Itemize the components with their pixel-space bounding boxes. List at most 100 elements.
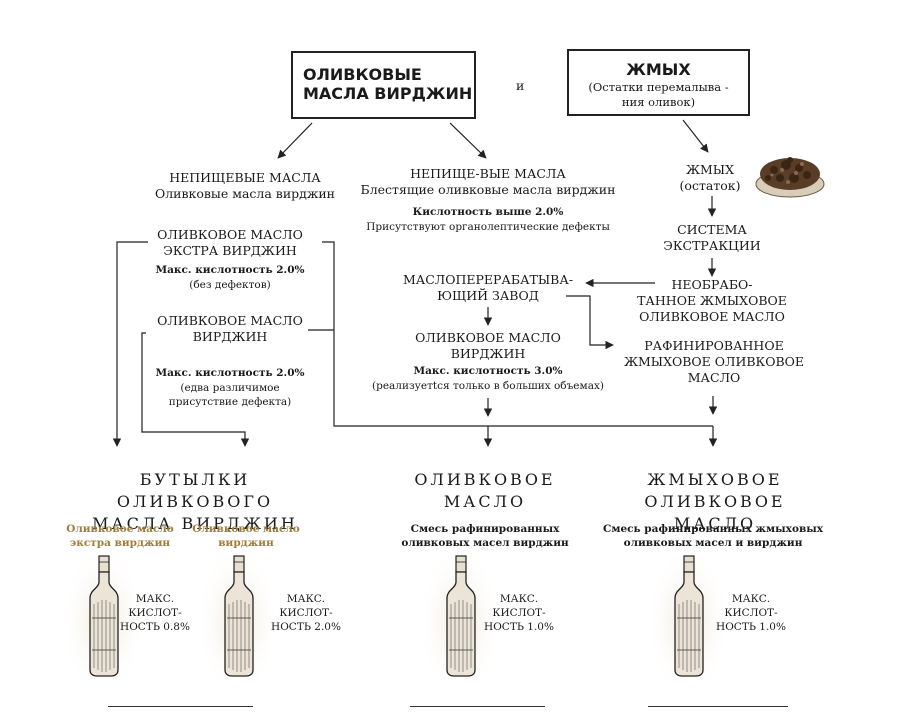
arrow-to-middle-column (449, 122, 487, 159)
acid-a-3: НОСТЬ 0.8% (120, 621, 190, 633)
virgin-bottle-label: Оливковое масло вирджин (184, 522, 308, 550)
olive-oil-title-line1: ОЛИВКОВОЕ (414, 470, 556, 489)
middle-heading: НЕПИЩЕ-ВЫЕ МАСЛА Блестящие оливковые мас… (358, 166, 618, 198)
pomace-box-title: ЖМЫХ (626, 60, 691, 79)
pomace-oil-desc2: оливковых масел и вирджин (623, 537, 803, 549)
acid-d-3: НОСТЬ 1.0% (716, 621, 786, 633)
refined-line3: МАСЛО (687, 370, 741, 385)
olive-oil-desc1: Смесь рафинированных (410, 523, 560, 535)
extra-virgin-bottle-label: Оливковое масло экстра вирджин (58, 522, 182, 550)
pomace-residue-line1: ЖМЫХ (685, 162, 735, 177)
virgin-left-acidity: Макс. кислотность 2.0% (155, 367, 305, 379)
acid-c-3: НОСТЬ 1.0% (484, 621, 554, 633)
virgin-middle-line1: ОЛИВКОВОЕ МАСЛО (415, 330, 561, 345)
refined-line2: ЖМЫХОВОЕ ОЛИВКОВОЕ (623, 354, 805, 369)
acid-d-1: МАКС. (731, 593, 771, 605)
extra-virgin-acidity: Макс. кислотность 2.0% (155, 264, 305, 276)
middle-acidity: Кислотность выше 2.0% (412, 206, 564, 218)
and-connector: и (516, 78, 525, 93)
virgin-bottles-title-line1: БУТЫЛКИ ОЛИВКОВОГО (116, 470, 274, 511)
virgin-oils-title-line1: ОЛИВКОВЫЕ (303, 65, 422, 84)
pomace-box-sub2: ния оливок) (621, 95, 696, 109)
extraction-system: СИСТЕМА ЭКСТРАКЦИИ (640, 222, 784, 254)
virgin-left-note2: присутствие дефекта) (168, 396, 292, 408)
extraction-line2: ЭКСТРАКЦИИ (663, 238, 761, 253)
virgin-middle-line2: ВИРДЖИН (450, 346, 526, 361)
pomace-residue-line2: (остаток) (679, 178, 741, 193)
acid-c-1: МАКС. (499, 593, 539, 605)
acid-b-2: КИСЛОТ- (279, 607, 333, 619)
crude-line1: НЕОБРАБО- (671, 277, 753, 292)
pomace-oil-title: ЖМЫХОВОЕ ОЛИВКОВОЕ МАСЛО (580, 469, 850, 535)
extra-virgin-line2: ЭКСТРА ВИРДЖИН (163, 243, 297, 258)
extra-virgin-bottle-label1: Оливковое масло (66, 523, 174, 535)
middle-note: Присутствуют органолептические дефекты (366, 221, 610, 233)
extra-virgin-bottle-label2: экстра вирджин (69, 537, 171, 549)
bottom-rule-3 (648, 706, 788, 707)
olive-oil-title: ОЛИВКОВОЕ МАСЛО (395, 469, 575, 513)
arrow-plant-to-refined (566, 295, 614, 350)
refinery-line2: ЮЩИЙ ЗАВОД (437, 288, 539, 303)
acid-d-2: КИСЛОТ- (724, 607, 778, 619)
bottom-rule-2 (410, 706, 545, 707)
pomace-bowl-illustration (755, 157, 825, 198)
olive-oil-bottle-illustration (203, 550, 273, 680)
olive-oil-title-line2: МАСЛО (443, 492, 527, 511)
pomace-box-sub1: (Остатки перемалыва - (588, 80, 729, 94)
refined-line1: РАФИНИРОВАННОЕ (644, 338, 784, 353)
acid-a-1: МАКС. (135, 593, 175, 605)
pomace-residue: ЖМЫХ (остаток) (660, 162, 760, 194)
crude-line2: ТАННОЕ ЖМЫХОВОЕ (637, 293, 787, 308)
virgin-oils-title-line2: МАСЛА ВИРДЖИН (303, 84, 473, 103)
refined-pomace-oil: РАФИНИРОВАННОЕ ЖМЫХОВОЕ ОЛИВКОВОЕ МАСЛО (616, 338, 812, 386)
middle-heading-line2: Блестящие оливковые масла вирджин (360, 182, 616, 197)
virgin-label-left: ОЛИВКОВОЕ МАСЛО ВИРДЖИН (140, 313, 320, 345)
extra-virgin-label: ОЛИВКОВОЕ МАСЛО ЭКСТРА ВИРДЖИН (140, 227, 320, 259)
pomace-oil-description: Смесь рафинированных жмыховых оливковых … (592, 522, 834, 550)
arrow-extra-to-bottles (112, 241, 148, 447)
refinery-plant: МАСЛОПЕРЕРАБАТЫВА- ЮЩИЙ ЗАВОД (380, 272, 596, 304)
left-heading: НЕПИЩЕВЫЕ МАСЛА Оливковые масла вирджин (140, 170, 350, 202)
bottle-acidity-extra-virgin: МАКС. КИСЛОТ- НОСТЬ 0.8% (116, 592, 194, 634)
arrow-to-pomace (682, 119, 709, 153)
extra-virgin-line1: ОЛИВКОВОЕ МАСЛО (157, 227, 303, 242)
arrow-to-left-column (277, 122, 313, 159)
acid-c-2: КИСЛОТ- (492, 607, 546, 619)
pomace-box: ЖМЫХ (Остатки перемалыва - ния оливок) (567, 49, 750, 116)
virgin-label-middle: ОЛИВКОВОЕ МАСЛО ВИРДЖИН (380, 330, 596, 362)
virgin-middle-acidity: Макс. кислотность 3.0% (413, 365, 563, 377)
pomace-oil-desc1: Смесь рафинированных жмыховых (602, 523, 824, 535)
acid-b-3: НОСТЬ 2.0% (271, 621, 341, 633)
extra-virgin-blend-line (322, 241, 713, 427)
virgin-bottle-label1: Оливковое масло (192, 523, 300, 535)
virgin-left-line2: ВИРДЖИН (192, 329, 268, 344)
arrow-virgin-to-bottles (141, 332, 250, 447)
acid-b-1: МАКС. (286, 593, 326, 605)
virgin-bottles-title-line2: МАСЛА ВИРДЖИН (92, 514, 298, 533)
bottle-acidity-pomace-oil: МАКС. КИСЛОТ- НОСТЬ 1.0% (712, 592, 790, 634)
left-heading-line2: Оливковые масла вирджин (154, 186, 336, 201)
crude-pomace-oil: НЕОБРАБО- ТАННОЕ ЖМЫХОВОЕ ОЛИВКОВОЕ МАСЛ… (626, 277, 798, 325)
virgin-left-note1: (едва различимое (180, 382, 280, 394)
pomace-oil-title-line1: ЖМЫХОВОЕ ОЛИВКОВОЕ (644, 470, 786, 511)
left-heading-line1: НЕПИЩЕВЫЕ МАСЛА (169, 170, 321, 185)
virgin-bottles-title: БУТЫЛКИ ОЛИВКОВОГО МАСЛА ВИРДЖИН (60, 469, 330, 535)
extra-virgin-note: (без дефектов) (189, 279, 271, 291)
bottle-acidity-olive-oil: МАКС. КИСЛОТ- НОСТЬ 1.0% (480, 592, 558, 634)
virgin-oils-box: ОЛИВКОВЫЕ МАСЛА ВИРДЖИН (291, 51, 476, 119)
virgin-left-line1: ОЛИВКОВОЕ МАСЛО (157, 313, 303, 328)
virgin-bottle-label2: вирджин (218, 537, 274, 549)
acid-a-2: КИСЛОТ- (128, 607, 182, 619)
refinery-line1: МАСЛОПЕРЕРАБАТЫВА- (402, 272, 574, 287)
olive-oil-description: Смесь рафинированных оливковых масел вир… (392, 522, 578, 550)
middle-heading-line1: НЕПИЩЕ-ВЫЕ МАСЛА (410, 166, 566, 181)
virgin-middle-note: (реализуетtся только в больших объемах) (372, 380, 604, 392)
crude-line3: ОЛИВКОВОЕ МАСЛО (639, 309, 785, 324)
olive-oil-desc2: оливковых масел вирджин (401, 537, 569, 549)
virgin-left-note: (едва различимое присутствие дефекта) (130, 381, 330, 409)
bottom-rule-1 (108, 706, 253, 707)
bottle-acidity-virgin: МАКС. КИСЛОТ- НОСТЬ 2.0% (267, 592, 345, 634)
pomace-oil-title-line2: МАСЛО (673, 514, 757, 533)
extraction-line1: СИСТЕМА (677, 222, 747, 237)
